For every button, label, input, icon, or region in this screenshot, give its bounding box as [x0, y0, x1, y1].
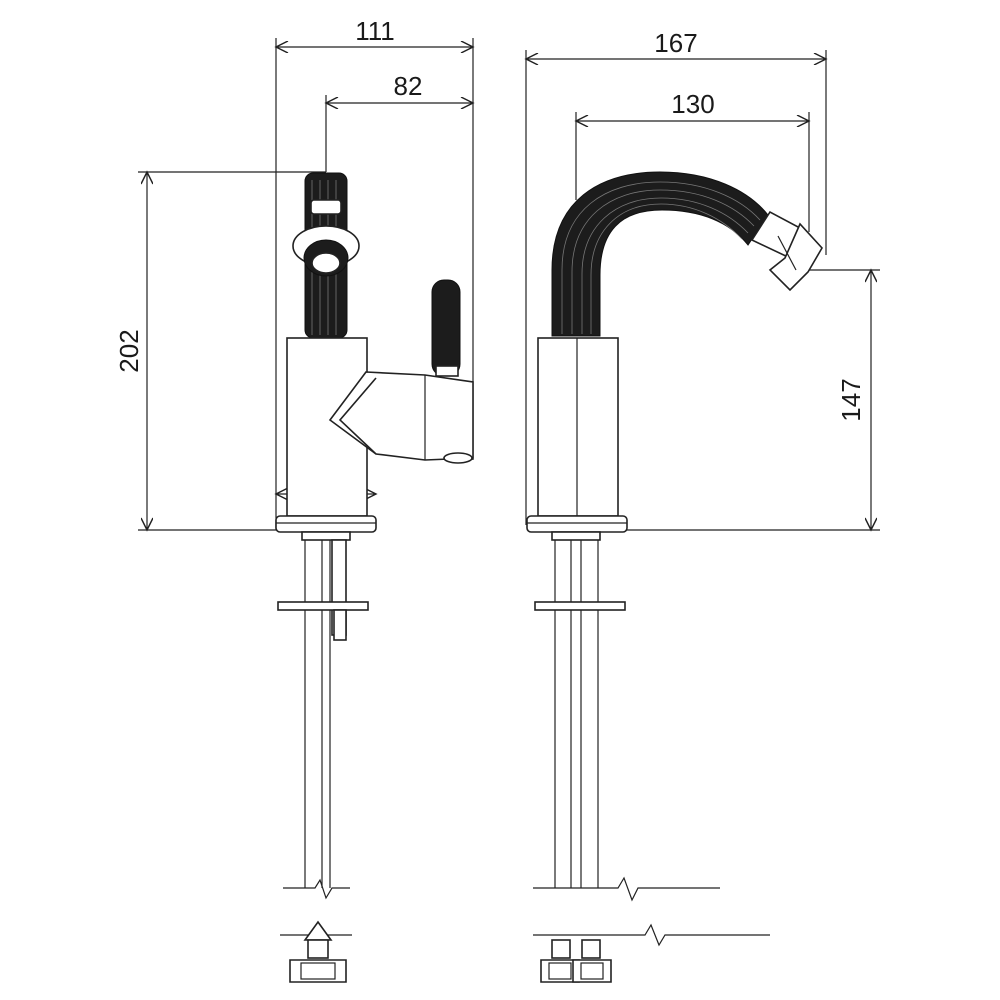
dimension-label-147: 147 — [836, 378, 866, 421]
lever-handle — [328, 279, 474, 464]
dimension-82: 82 — [326, 71, 473, 103]
dimension-167: 167 — [526, 28, 826, 59]
dimension-label-130: 130 — [671, 89, 714, 119]
dimension-111: 111 — [276, 16, 473, 47]
spout-side — [551, 171, 823, 337]
dimension-label-202: 202 — [114, 329, 144, 372]
mounting-side — [533, 540, 770, 983]
front-view: 111 82 202 57 — [114, 16, 474, 983]
dimension-147: 147 — [836, 270, 871, 530]
dimension-label-167: 167 — [654, 28, 697, 58]
side-view: 167 130 147 — [526, 28, 880, 983]
base-front — [275, 515, 377, 541]
base-side — [526, 515, 628, 541]
dimension-label-82: 82 — [394, 71, 423, 101]
dimension-label-111: 111 — [355, 16, 395, 46]
spout-front — [292, 172, 360, 339]
dimension-202: 202 — [114, 172, 147, 530]
dimension-130: 130 — [576, 89, 809, 121]
mounting-front — [277, 539, 369, 983]
faucet-body-side — [537, 337, 619, 517]
